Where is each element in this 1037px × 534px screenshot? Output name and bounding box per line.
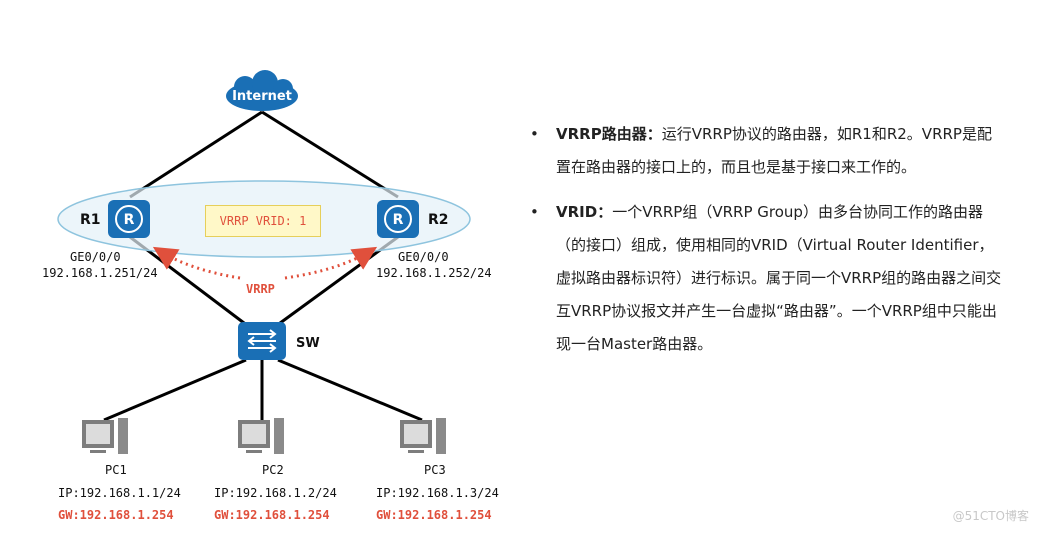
description-list: • VRRP路由器：运行VRRP协议的路由器，如R1和R2。VRRP是配置在路由… bbox=[528, 118, 1003, 373]
vrrp-vrid-box: VRRP VRID: 1 bbox=[205, 205, 321, 237]
svg-text:R: R bbox=[124, 212, 135, 228]
bullet-dot-icon: • bbox=[530, 125, 539, 143]
pc2-icon bbox=[238, 418, 284, 454]
link-internet-r1 bbox=[129, 110, 263, 199]
r2-ip: 192.168.1.252/24 bbox=[376, 266, 492, 280]
links bbox=[103, 110, 423, 422]
pc3-name: PC3 bbox=[424, 463, 446, 477]
bullet-text: 运行VRRP协议的路由器，如R1和R2。VRRP是配置在路由器的接口上的，而且也… bbox=[556, 125, 992, 176]
pc3-ip: IP:192.168.1.3/24 bbox=[376, 486, 499, 500]
bullet-vrid: • VRID：一个VRRP组（VRRP Group）由多台协同工作的路由器（的接… bbox=[528, 196, 1003, 361]
router-r1-icon: R bbox=[108, 200, 150, 238]
internet-label: Internet bbox=[232, 89, 292, 104]
vrrp-label: VRRP bbox=[246, 282, 275, 296]
link-sw-pc1 bbox=[103, 358, 247, 422]
bullet-vrrp-router: • VRRP路由器：运行VRRP协议的路由器，如R1和R2。VRRP是配置在路由… bbox=[528, 118, 1003, 184]
link-r2-sw bbox=[275, 235, 399, 328]
pc1-gateway: GW:192.168.1.254 bbox=[58, 508, 174, 522]
bullet-term: VRRP路由器： bbox=[556, 125, 662, 143]
pc3-gateway: GW:192.168.1.254 bbox=[376, 508, 492, 522]
link-r1-sw bbox=[129, 235, 249, 328]
bullet-text: 一个VRRP组（VRRP Group）由多台协同工作的路由器（的接口）组成，使用… bbox=[556, 203, 1002, 353]
switch-sw-icon bbox=[238, 322, 286, 360]
vrrp-arrow-to-r1 bbox=[152, 246, 241, 280]
r1-interface: GE0/0/0 bbox=[70, 250, 121, 264]
router-r2-icon: R bbox=[377, 200, 419, 238]
network-diagram: Internet R R bbox=[57, 70, 471, 454]
sw-label: SW bbox=[296, 336, 320, 351]
bullet-dot-icon: • bbox=[530, 203, 539, 221]
r2-label: R2 bbox=[428, 212, 449, 228]
r1-ip: 192.168.1.251/24 bbox=[42, 266, 158, 280]
vrrp-arrows bbox=[152, 246, 378, 280]
pc2-name: PC2 bbox=[262, 463, 284, 477]
internet-cloud-icon: Internet bbox=[226, 70, 298, 111]
bullet-term: VRID： bbox=[556, 203, 613, 221]
svg-text:R: R bbox=[393, 212, 404, 228]
pc2-gateway: GW:192.168.1.254 bbox=[214, 508, 330, 522]
watermark: @51CTO博客 bbox=[952, 509, 1029, 523]
r1-label: R1 bbox=[80, 212, 101, 228]
pc3-icon bbox=[400, 418, 446, 454]
r2-interface: GE0/0/0 bbox=[398, 250, 449, 264]
vrrp-arrow-to-r2 bbox=[284, 246, 378, 280]
pc1-ip: IP:192.168.1.1/24 bbox=[58, 486, 181, 500]
pc2-ip: IP:192.168.1.2/24 bbox=[214, 486, 337, 500]
pc1-icon bbox=[82, 418, 128, 454]
pc1-name: PC1 bbox=[105, 463, 127, 477]
link-internet-r2 bbox=[261, 110, 399, 199]
link-sw-pc3 bbox=[277, 358, 423, 422]
